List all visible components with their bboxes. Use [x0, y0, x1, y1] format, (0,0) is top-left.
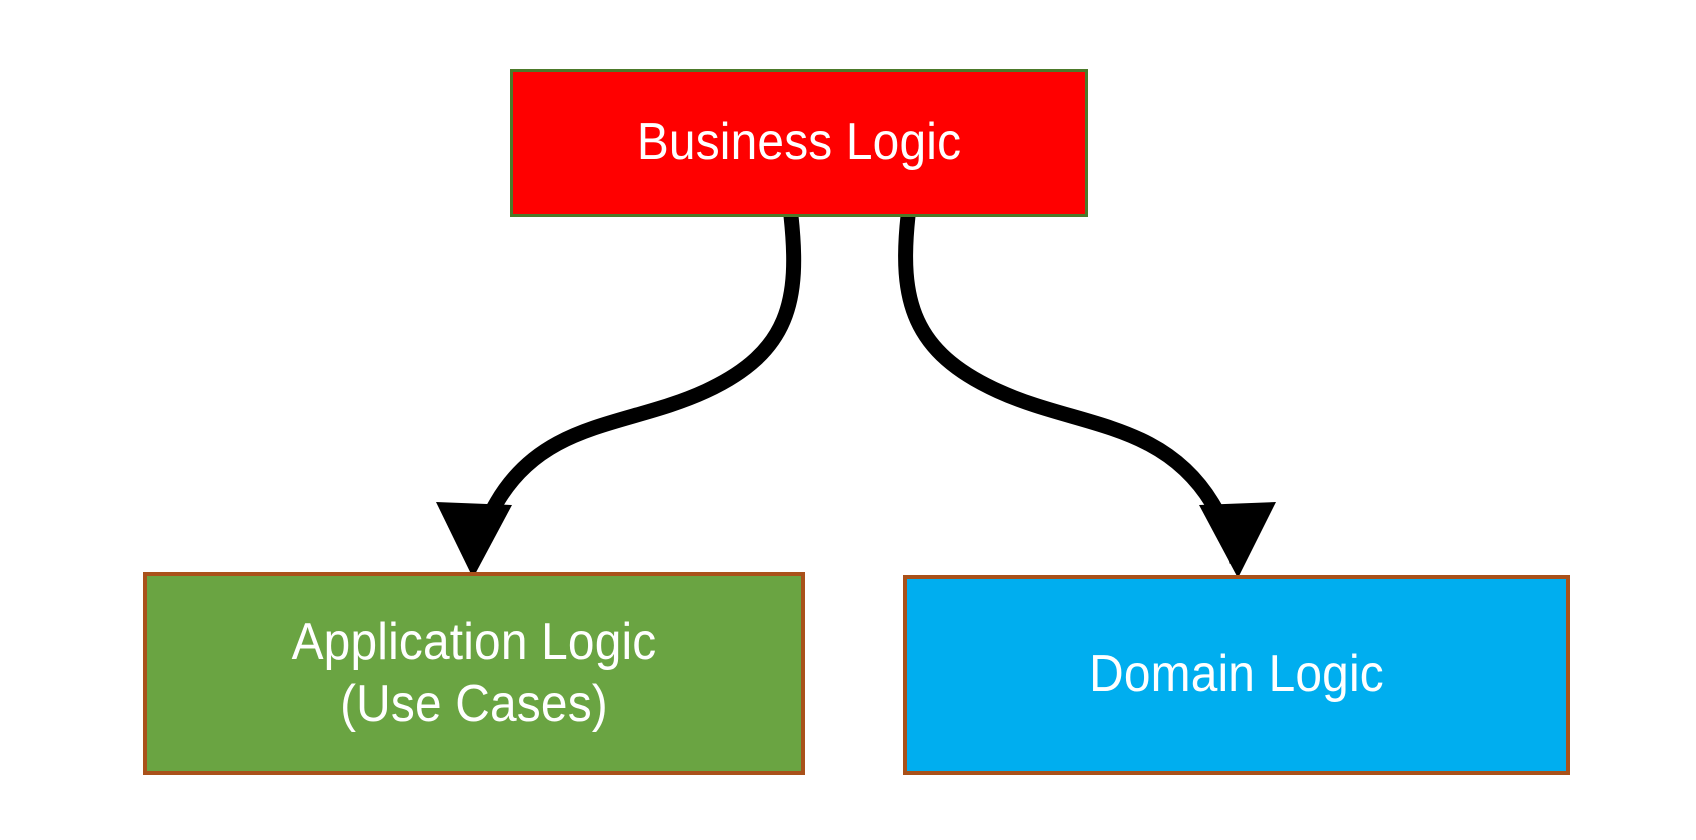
- node-application-logic[interactable]: Application Logic (Use Cases): [143, 572, 805, 775]
- connector-business-to-application-arrowhead: [436, 502, 512, 578]
- node-application-logic-label: Application Logic (Use Cases): [291, 613, 657, 733]
- node-business-logic[interactable]: Business Logic: [510, 69, 1088, 217]
- node-domain-logic[interactable]: Domain Logic: [903, 575, 1570, 775]
- connector-business-to-domain-line: [898, 215, 1245, 564]
- connector-business-to-application: [436, 215, 802, 578]
- node-business-logic-label: Business Logic: [636, 113, 962, 172]
- connector-business-to-domain: [898, 215, 1276, 578]
- connector-business-to-application-line: [465, 215, 802, 562]
- node-domain-logic-label: Domain Logic: [1089, 645, 1384, 704]
- connector-business-to-domain-arrowhead: [1199, 502, 1276, 578]
